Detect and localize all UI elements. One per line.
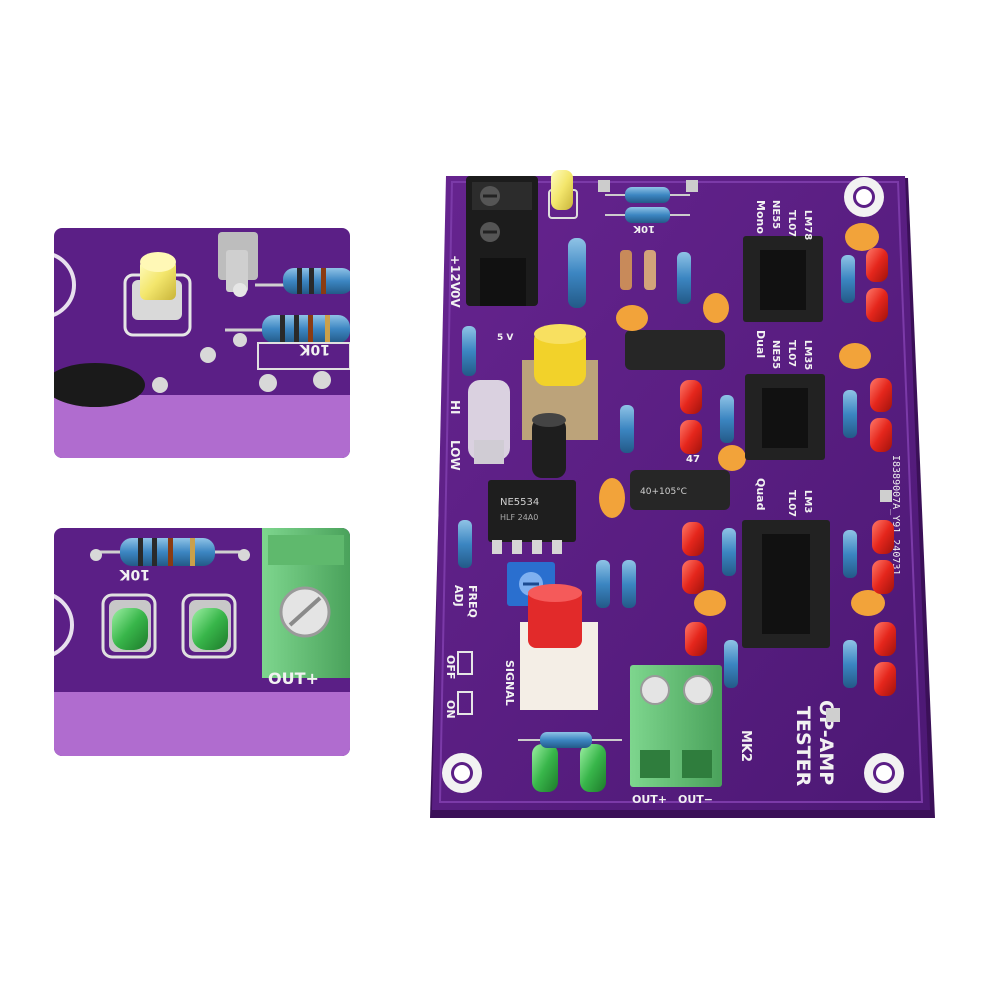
signal-pushbutton: [520, 584, 598, 710]
resistor-zoom-2: [225, 315, 350, 343]
terminal-block-zoom: [262, 528, 350, 678]
ceramic-cap-6: [839, 343, 871, 369]
yellow-led-zoom: [123, 252, 192, 337]
resistor-r4: [677, 252, 691, 304]
resistor-r5: [462, 326, 476, 376]
ic-socket-dual: [745, 374, 825, 460]
off-label: OFF: [444, 655, 457, 679]
low-label: LOW: [448, 440, 462, 471]
ic-socket-mono: [743, 236, 823, 322]
film-capacitor-2: 40+105°C: [630, 470, 730, 510]
quad-label: Quad: [754, 478, 767, 510]
adj-label: ADJ: [452, 585, 465, 607]
ceramic-cap-3: [599, 478, 625, 518]
ceramic-cap-7: [694, 590, 726, 616]
bottom-detail-inset: 10K OUT+: [54, 528, 350, 756]
electrolytic-capacitor: [532, 413, 566, 478]
freq-label: FREQ: [466, 585, 479, 618]
dual-model-1: NE55: [770, 340, 781, 369]
red-led-group: [680, 248, 896, 696]
film-capacitor-1: [625, 330, 725, 370]
resistor-zoom-1: [255, 268, 350, 294]
green-led-zoom-2: [181, 593, 237, 659]
clear-led: [468, 380, 510, 464]
inset-bottom-resistor-label: 10K: [119, 566, 150, 582]
power-terminal-block: [466, 176, 538, 306]
output-terminal-block: [630, 665, 722, 787]
capacitor-value-label: 47: [686, 454, 700, 465]
inset-top-resistor-label: 10K: [299, 341, 330, 357]
op-amp-tester-board: +12V 0V 10K 5: [430, 170, 935, 818]
ne5534-ic: NE5534 HLF 24A0: [488, 480, 576, 554]
ic-socket-quad: [742, 520, 830, 648]
inset-band: [54, 692, 350, 756]
resistor-bottom: [518, 732, 622, 748]
version-label: MK2: [738, 730, 753, 762]
power-in-label: +12V: [448, 255, 462, 292]
resistor-r3: [568, 238, 586, 308]
green-led-right: [580, 744, 606, 792]
mono-model-1: NE55: [770, 200, 781, 229]
ground-label: 0V: [448, 290, 462, 308]
power-yellow-led: [548, 170, 578, 219]
ceramic-cap-2: [703, 293, 729, 323]
board-serial-label: I8389007A_Y91_240731: [890, 455, 901, 575]
green-led-zoom-1: [101, 593, 157, 659]
capacitor-label: 40+105°C: [640, 487, 687, 497]
mounting-hole-top-right: [844, 177, 884, 217]
inset-bottom-terminal-label: OUT+: [268, 669, 319, 688]
dual-model-3: LM35: [802, 340, 813, 370]
mounting-hole-bottom-left: [442, 753, 482, 793]
green-led-left: [532, 744, 558, 792]
ceramic-cap-4: [718, 445, 746, 471]
dual-model-2: TL07: [786, 340, 797, 367]
dual-label: Dual: [754, 330, 767, 358]
jumper-label: 5 V: [497, 333, 513, 343]
ceramic-cap-5: [845, 223, 879, 251]
ic-chip-label: NE5534: [500, 497, 539, 508]
top-detail-inset: 10K: [54, 228, 350, 458]
on-label: ON: [444, 700, 457, 719]
diode-pair: [620, 250, 656, 290]
ceramic-cap-8: [851, 590, 885, 616]
resistor-r2: [605, 207, 690, 223]
board-title-line2: TESTER: [792, 706, 814, 787]
resistor-array: [458, 255, 857, 688]
mono-model-3: LM78: [802, 210, 813, 240]
ceramic-cap-1: [616, 305, 648, 331]
quad-model-2: LM3: [802, 490, 813, 513]
mono-model-2: TL07: [786, 210, 797, 237]
hi-label: HI: [448, 400, 462, 415]
resistor-r1: [605, 187, 690, 203]
out-plus-label: OUT+: [632, 793, 667, 806]
resistor-zoom-3: [95, 538, 240, 566]
resistor-label-top: 10K: [632, 223, 655, 234]
out-minus-label: OUT−: [678, 793, 713, 806]
mounting-hole-bottom-right: [864, 753, 904, 793]
ic-chip-sub: HLF 24A0: [500, 513, 538, 522]
quad-model-1: TL07: [786, 490, 797, 517]
mono-label: Mono: [754, 200, 767, 234]
signal-label: SIGNAL: [503, 660, 516, 706]
